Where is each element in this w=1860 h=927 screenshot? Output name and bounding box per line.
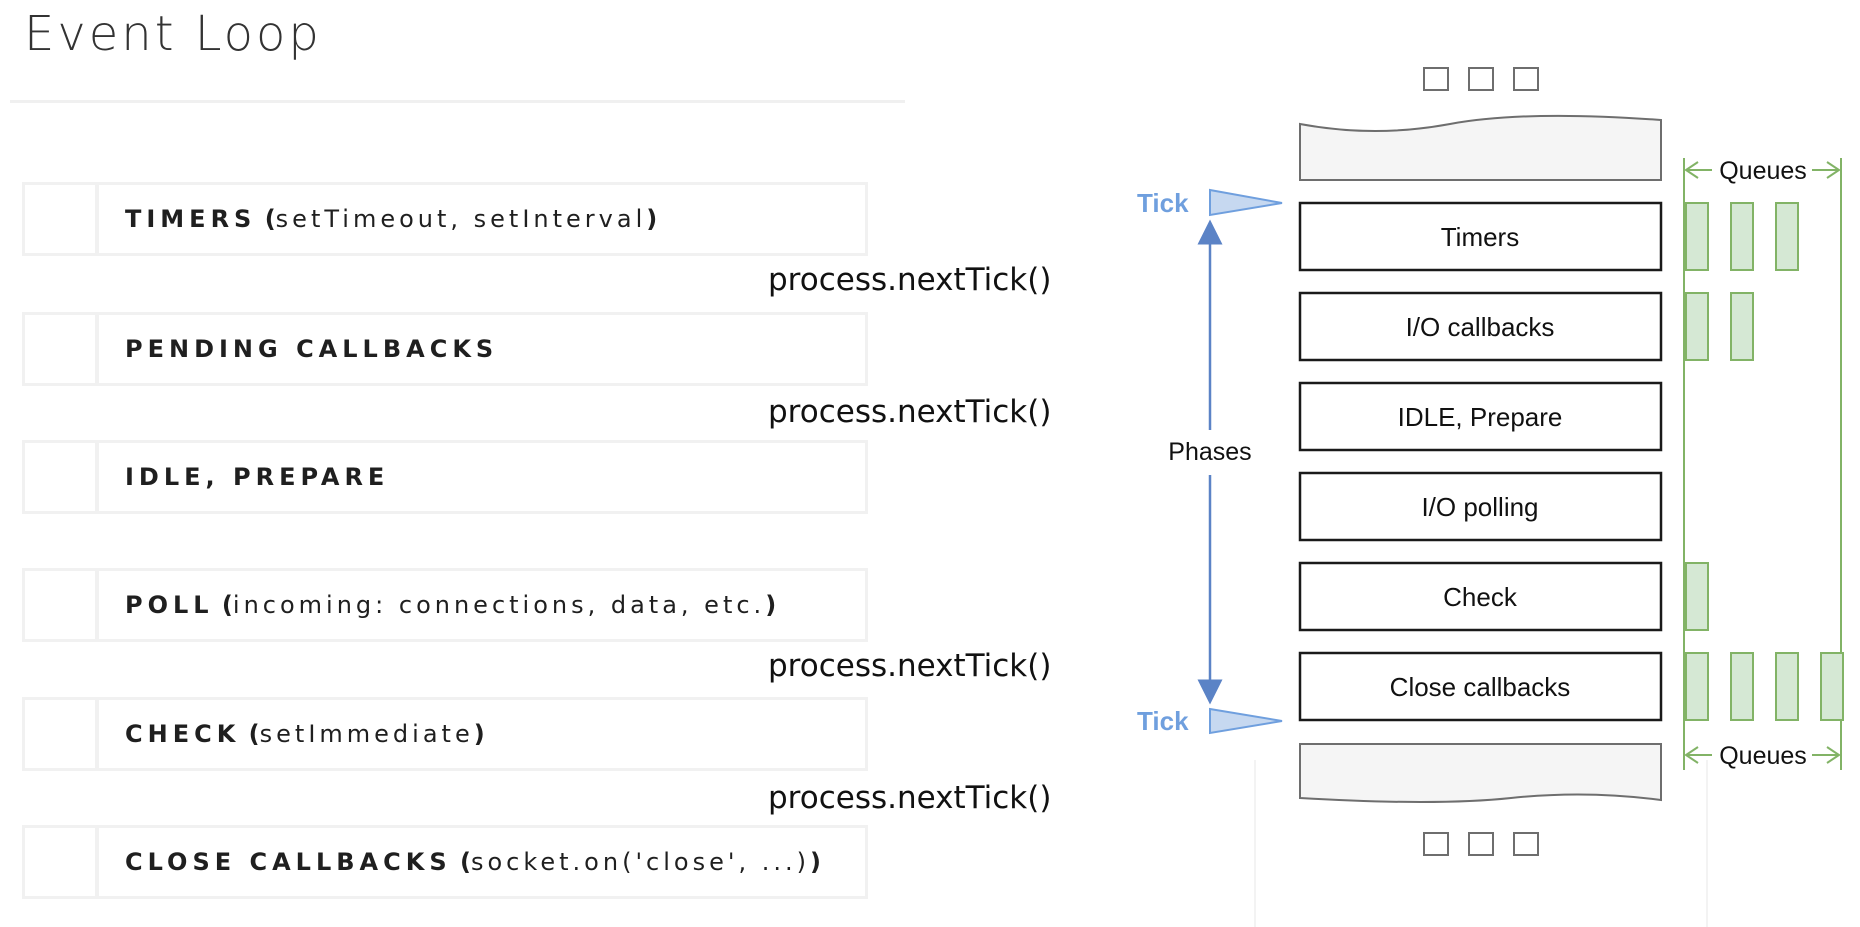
phase-swatch xyxy=(25,443,99,511)
phase-detail: socket.on('close', ...) xyxy=(470,848,810,876)
close-paren: ) xyxy=(473,720,485,748)
title-divider xyxy=(10,100,905,103)
phase-detail: incoming: connections, data, etc. xyxy=(232,591,766,619)
phase-box-label: I/O polling xyxy=(1421,492,1538,522)
phase-row-pending-callbacks: PENDING CALLBACKS xyxy=(22,312,868,386)
tick-label-bottom: Tick xyxy=(1137,706,1189,736)
phase-text: IDLE, PREPARE xyxy=(125,443,389,511)
phase-box xyxy=(1298,471,1663,542)
ellipsis-square xyxy=(1513,832,1539,856)
phase-swatch xyxy=(25,700,99,768)
ellipsis-square xyxy=(1423,832,1449,856)
close-paren: ) xyxy=(809,848,821,876)
phase-swatch xyxy=(25,315,99,383)
phase-detail: setImmediate xyxy=(259,720,474,748)
ellipsis-square xyxy=(1468,67,1494,91)
phase-row-timers: TIMERS ( setTimeout, setInterval ) xyxy=(22,182,868,256)
next-tick-label: process.nextTick() xyxy=(768,648,1052,684)
phase-swatch xyxy=(25,185,99,253)
open-paren: ( xyxy=(451,848,471,876)
phase-text: CHECK ( setImmediate ) xyxy=(125,700,485,768)
queue-item xyxy=(1730,292,1754,361)
queue-arrowhead xyxy=(1826,161,1841,179)
queue-arrowhead xyxy=(1826,746,1841,764)
queue-item xyxy=(1820,652,1844,721)
close-paren: ) xyxy=(765,591,777,619)
queues-label-bottom: Queues xyxy=(1719,742,1807,770)
phase-box-label: IDLE, Prepare xyxy=(1398,402,1563,432)
queue-item xyxy=(1685,202,1709,271)
continuation-bottom xyxy=(1299,743,1662,803)
tick-label-top: Tick xyxy=(1137,188,1189,218)
phase-text: POLL ( incoming: connections, data, etc.… xyxy=(125,571,776,639)
phase-box xyxy=(1298,201,1663,272)
next-tick-label: process.nextTick() xyxy=(768,780,1052,816)
queue-arrowhead xyxy=(1684,746,1699,764)
phase-box-label: I/O callbacks xyxy=(1406,312,1555,342)
close-paren: ) xyxy=(646,205,658,233)
phase-box xyxy=(1298,291,1663,362)
phase-row-close-callbacks: CLOSE CALLBACKS ( socket.on('close', ...… xyxy=(22,825,868,899)
next-tick-label: process.nextTick() xyxy=(768,262,1052,298)
phase-name: POLL xyxy=(125,591,214,619)
phase-name: IDLE, PREPARE xyxy=(125,463,390,491)
ellipsis-square xyxy=(1513,67,1539,91)
phase-name: CHECK xyxy=(125,720,241,748)
queues-label-top: Queues xyxy=(1719,157,1807,185)
open-paren: ( xyxy=(240,720,260,748)
queue-arrowhead xyxy=(1684,161,1699,179)
page-title: Event Loop xyxy=(24,6,322,62)
phase-row-check: CHECK ( setImmediate ) xyxy=(22,697,868,771)
phases-label: Phases xyxy=(1168,438,1251,466)
queue-item xyxy=(1730,202,1754,271)
queue-item xyxy=(1685,292,1709,361)
phase-text: PENDING CALLBACKS xyxy=(125,315,498,383)
phase-row-idle-prepare: IDLE, PREPARE xyxy=(22,440,868,514)
phase-box xyxy=(1298,561,1663,632)
phase-swatch xyxy=(25,571,99,639)
phase-name: TIMERS xyxy=(125,205,257,233)
open-paren: ( xyxy=(213,591,233,619)
tick-pointer-top xyxy=(1209,188,1283,217)
phase-text: TIMERS ( setTimeout, setInterval ) xyxy=(125,185,657,253)
queue-blocks xyxy=(1685,202,1844,721)
queue-item xyxy=(1685,562,1709,631)
ellipsis-square xyxy=(1423,67,1449,91)
phase-box-label: Timers xyxy=(1441,222,1519,252)
phase-boxes: Timers I/O callbacks IDLE, Prepare I/O p… xyxy=(1298,201,1663,722)
queue-item xyxy=(1730,652,1754,721)
phase-box-label: Check xyxy=(1443,582,1518,612)
phase-box xyxy=(1298,381,1663,452)
tick-pointer-bottom xyxy=(1209,707,1283,735)
phase-name: PENDING CALLBACKS xyxy=(125,335,499,363)
queue-item xyxy=(1775,652,1799,721)
continuation-top xyxy=(1299,114,1662,181)
next-tick-label: process.nextTick() xyxy=(768,394,1052,430)
queue-item xyxy=(1775,202,1799,271)
phase-detail: setTimeout, setInterval xyxy=(275,205,647,233)
open-paren: ( xyxy=(256,205,276,233)
phase-text: CLOSE CALLBACKS ( socket.on('close', ...… xyxy=(125,828,821,896)
phase-box-label: Close callbacks xyxy=(1390,672,1571,702)
queue-item xyxy=(1685,652,1709,721)
phase-row-poll: POLL ( incoming: connections, data, etc.… xyxy=(22,568,868,642)
phase-swatch xyxy=(25,828,99,896)
ellipsis-square xyxy=(1468,832,1494,856)
phase-box xyxy=(1298,651,1663,722)
phase-name: CLOSE CALLBACKS xyxy=(125,848,452,876)
